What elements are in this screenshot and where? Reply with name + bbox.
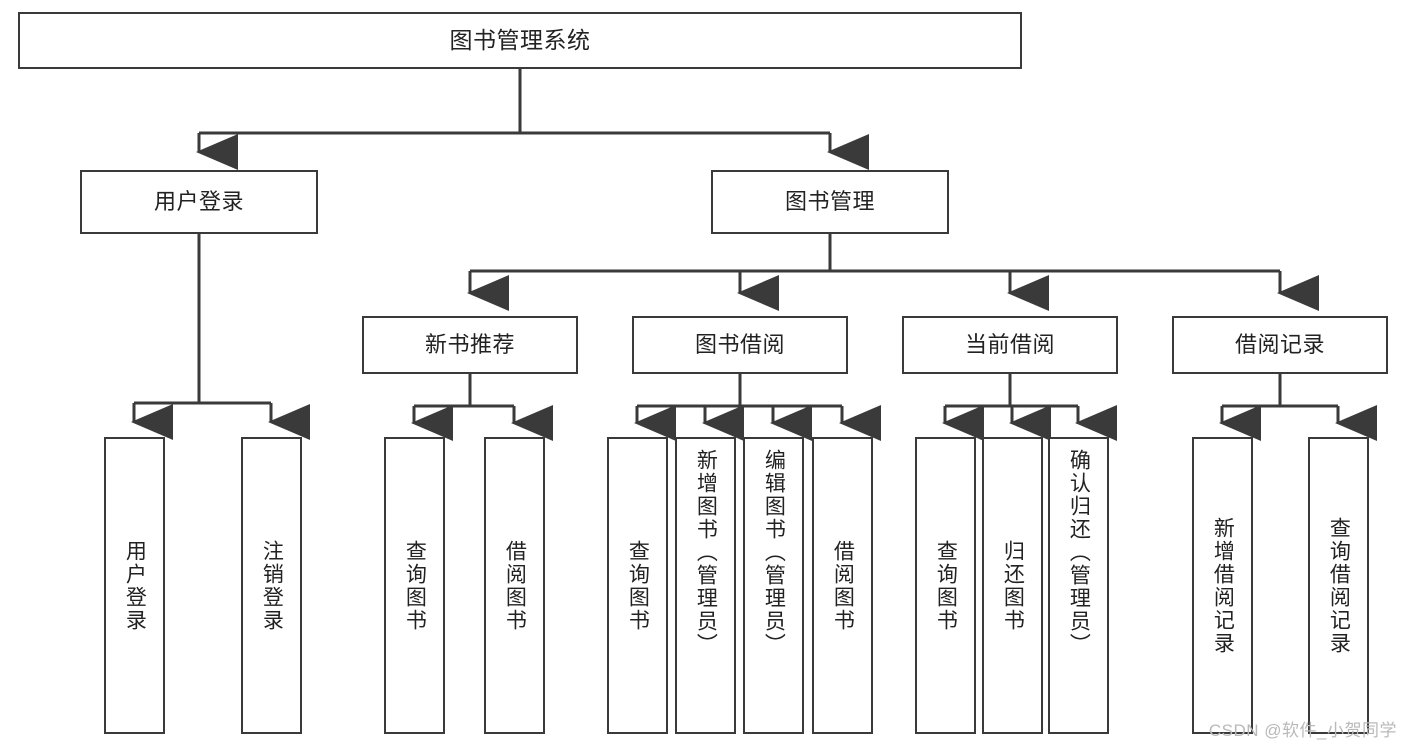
node-label: 当前借阅 [964,332,1055,358]
watermark: CSDN @软件_小贺同学 [1208,721,1397,740]
leaf-confirm-return-admin[interactable]: 确认归还（管理员） [1048,437,1109,734]
node-label: 查询借阅记录 [1327,516,1351,655]
leaf-query-book-borrow[interactable]: 查询图书 [607,437,668,734]
node-label: 查询图书 [403,539,427,632]
node-label: 确认归还（管理员） [1067,449,1091,656]
node-label: 图书管理系统 [449,26,591,53]
node-label: 借阅图书 [503,539,527,632]
node-current-borrow[interactable]: 当前借阅 [902,316,1118,374]
leaf-query-book-recommend[interactable]: 查询图书 [384,437,445,734]
node-label: 注销登录 [260,539,284,632]
leaf-logout[interactable]: 注销登录 [241,437,302,734]
node-label: 编辑图书（管理员） [762,449,786,656]
leaf-return-book[interactable]: 归还图书 [982,437,1043,734]
node-label: 借阅记录 [1234,332,1325,358]
leaf-add-borrow-record[interactable]: 新增借阅记录 [1192,437,1253,734]
leaf-borrow-book-recommend[interactable]: 借阅图书 [484,437,545,734]
node-book-management[interactable]: 图书管理 [711,170,949,234]
node-label: 用户登录 [123,539,147,632]
node-label: 归还图书 [1001,539,1025,632]
node-label: 查询图书 [934,539,958,632]
node-label: 用户登录 [153,189,244,215]
node-label: 新书推荐 [424,332,515,358]
node-book-borrow[interactable]: 图书借阅 [632,316,848,374]
node-label: 新增图书（管理员） [694,449,718,656]
node-new-book-recommend[interactable]: 新书推荐 [362,316,578,374]
leaf-add-book-admin[interactable]: 新增图书（管理员） [675,437,736,734]
node-label: 借阅图书 [831,539,855,632]
leaf-edit-book-admin[interactable]: 编辑图书（管理员） [743,437,804,734]
node-label: 新增借阅记录 [1211,516,1235,655]
node-root-system[interactable]: 图书管理系统 [18,12,1022,69]
node-label: 图书管理 [784,189,875,215]
node-label: 查询图书 [626,539,650,632]
leaf-query-borrow-record[interactable]: 查询借阅记录 [1308,437,1369,734]
leaf-query-book-current[interactable]: 查询图书 [915,437,976,734]
node-label: 图书借阅 [694,332,785,358]
leaf-user-login[interactable]: 用户登录 [104,437,165,734]
leaf-borrow-book[interactable]: 借阅图书 [812,437,873,734]
node-user-login[interactable]: 用户登录 [80,170,318,234]
node-borrow-record[interactable]: 借阅记录 [1172,316,1388,374]
